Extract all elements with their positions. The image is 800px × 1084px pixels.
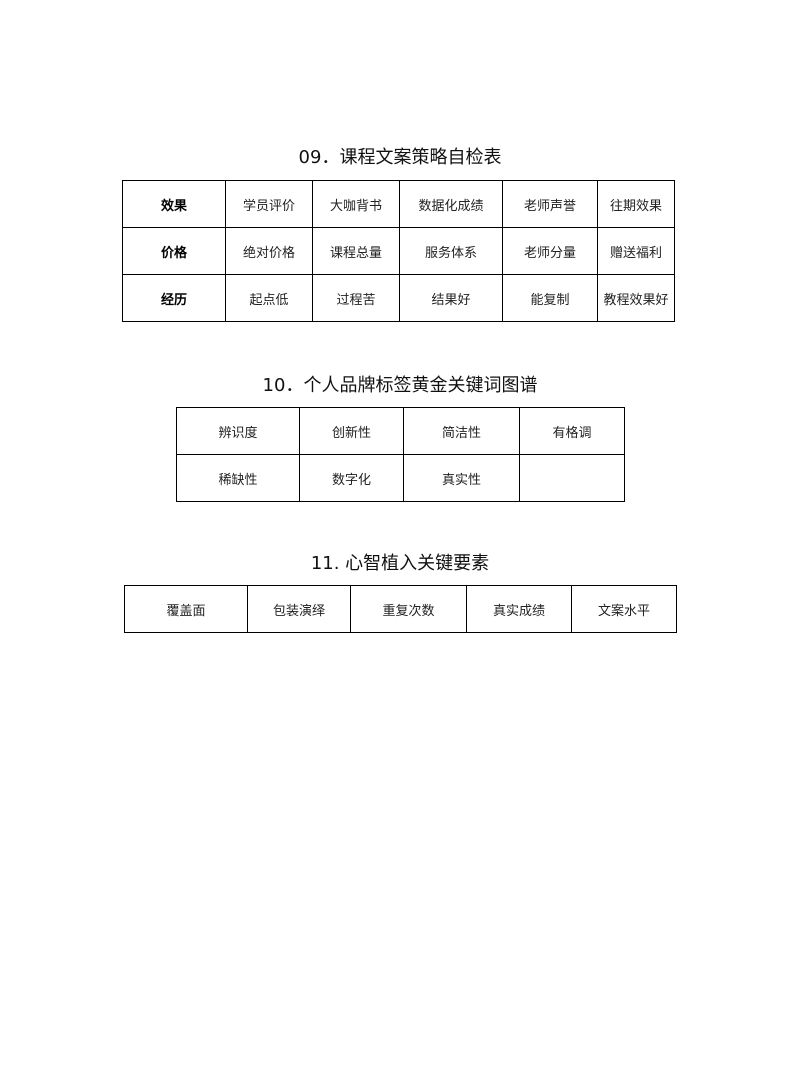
table-cell-empty (519, 454, 625, 502)
table-cell: 服务体系 (399, 227, 503, 275)
table-cell: 创新性 (299, 407, 404, 455)
table-cell: 老师声誉 (502, 180, 598, 228)
table-cell: 真实性 (403, 454, 520, 502)
table-cell: 老师分量 (502, 227, 598, 275)
row-header-experience: 经历 (122, 274, 226, 322)
table-row: 价格 绝对价格 课程总量 服务体系 老师分量 赠送福利 (122, 227, 675, 275)
table-cell: 稀缺性 (176, 454, 300, 502)
table-cell: 包装演绎 (247, 585, 351, 633)
table-cell: 辨识度 (176, 407, 300, 455)
row-header-price: 价格 (122, 227, 226, 275)
table-cell: 真实成绩 (466, 585, 572, 633)
table-cell: 有格调 (519, 407, 625, 455)
table-cell: 简洁性 (403, 407, 520, 455)
table-row: 经历 起点低 过程苦 结果好 能复制 教程效果好 (122, 274, 675, 322)
table-row: 辨识度 创新性 简洁性 有格调 (176, 407, 625, 455)
table-cell: 学员评价 (225, 180, 313, 228)
table-cell: 结果好 (399, 274, 503, 322)
table-cell: 覆盖面 (124, 585, 248, 633)
table-cell: 课程总量 (312, 227, 400, 275)
table-cell: 教程效果好 (597, 274, 675, 322)
personal-brand-keyword-table: 辨识度 创新性 简洁性 有格调 稀缺性 数字化 真实性 (176, 407, 625, 502)
table-row: 覆盖面 包装演绎 重复次数 真实成绩 文案水平 (124, 585, 677, 633)
table-cell: 数字化 (299, 454, 404, 502)
table-cell: 过程苦 (312, 274, 400, 322)
table-cell: 赠送福利 (597, 227, 675, 275)
table-cell: 起点低 (225, 274, 313, 322)
section-title-11: 11. 心智植入关键要素 (310, 553, 490, 574)
table-cell: 文案水平 (571, 585, 677, 633)
section-title-09: 09．课程文案策略自检表 (298, 147, 502, 168)
table-cell: 重复次数 (350, 585, 467, 633)
mind-implant-elements-table: 覆盖面 包装演绎 重复次数 真实成绩 文案水平 (124, 585, 677, 633)
table-cell: 往期效果 (597, 180, 675, 228)
table-cell: 能复制 (502, 274, 598, 322)
table-cell: 绝对价格 (225, 227, 313, 275)
course-copy-strategy-table: 效果 学员评价 大咖背书 数据化成绩 老师声誉 往期效果 价格 绝对价格 课程总… (122, 180, 675, 322)
section-title-10: 10．个人品牌标签黄金关键词图谱 (262, 375, 538, 396)
table-row: 稀缺性 数字化 真实性 (176, 454, 625, 502)
row-header-effect: 效果 (122, 180, 226, 228)
table-row: 效果 学员评价 大咖背书 数据化成绩 老师声誉 往期效果 (122, 180, 675, 228)
table-cell: 大咖背书 (312, 180, 400, 228)
table-cell: 数据化成绩 (399, 180, 503, 228)
